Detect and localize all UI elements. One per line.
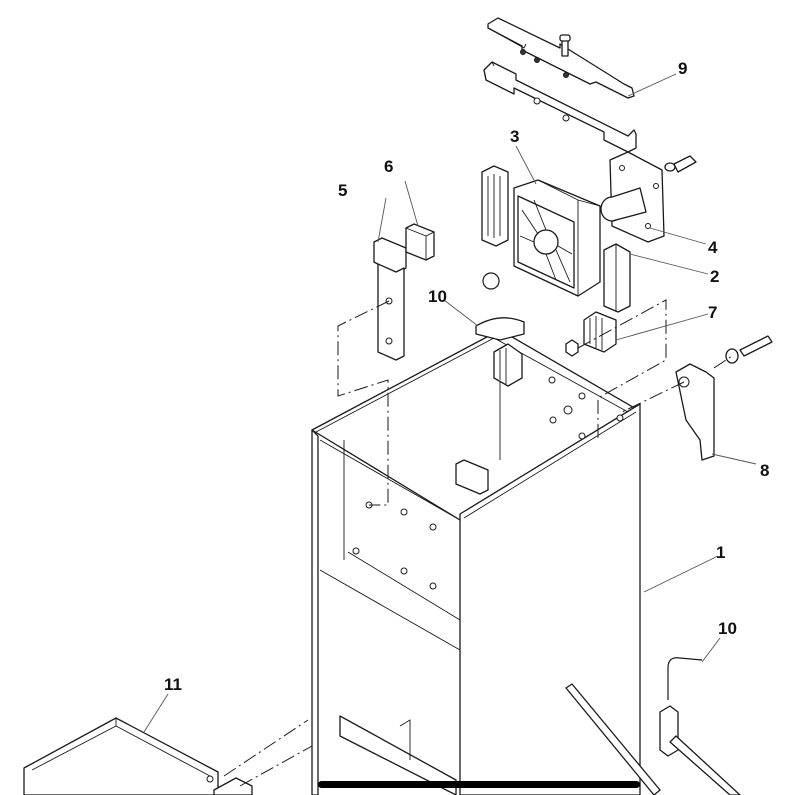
part-2-pad bbox=[603, 243, 631, 313]
callout-3: 3 bbox=[510, 127, 519, 146]
part-6-block bbox=[405, 223, 435, 261]
callout-5: 5 bbox=[338, 181, 347, 200]
callout-9: 10 bbox=[428, 287, 447, 306]
callout-6: 6 bbox=[384, 157, 393, 176]
callout-labels: 9 3 6 5 4 2 10 7 8 1 10 11 bbox=[164, 59, 769, 694]
part-4-flange bbox=[600, 151, 697, 243]
callout-11: 11 bbox=[164, 675, 182, 694]
part-7-foot bbox=[565, 311, 617, 357]
callout-1: 1 bbox=[716, 543, 725, 562]
part-10-top-plates bbox=[483, 17, 637, 153]
part-3-fan-housing bbox=[481, 165, 601, 297]
home-indicator[interactable] bbox=[318, 781, 640, 788]
callout-10-bottom: 10 bbox=[718, 619, 737, 638]
part-5-bracket bbox=[373, 237, 407, 361]
part-11-tray bbox=[23, 717, 253, 795]
assembly-lines bbox=[223, 299, 733, 787]
callout-7: 7 bbox=[708, 303, 717, 322]
callout-10-top: 9 bbox=[678, 59, 687, 78]
part-10-hook-rod bbox=[565, 657, 741, 795]
part-8-handle bbox=[675, 335, 773, 461]
part-1-cabinet bbox=[311, 317, 641, 795]
callout-2: 2 bbox=[710, 267, 719, 286]
callout-8: 8 bbox=[760, 461, 769, 480]
callout-4: 4 bbox=[708, 238, 718, 257]
leader-lines bbox=[143, 73, 757, 733]
